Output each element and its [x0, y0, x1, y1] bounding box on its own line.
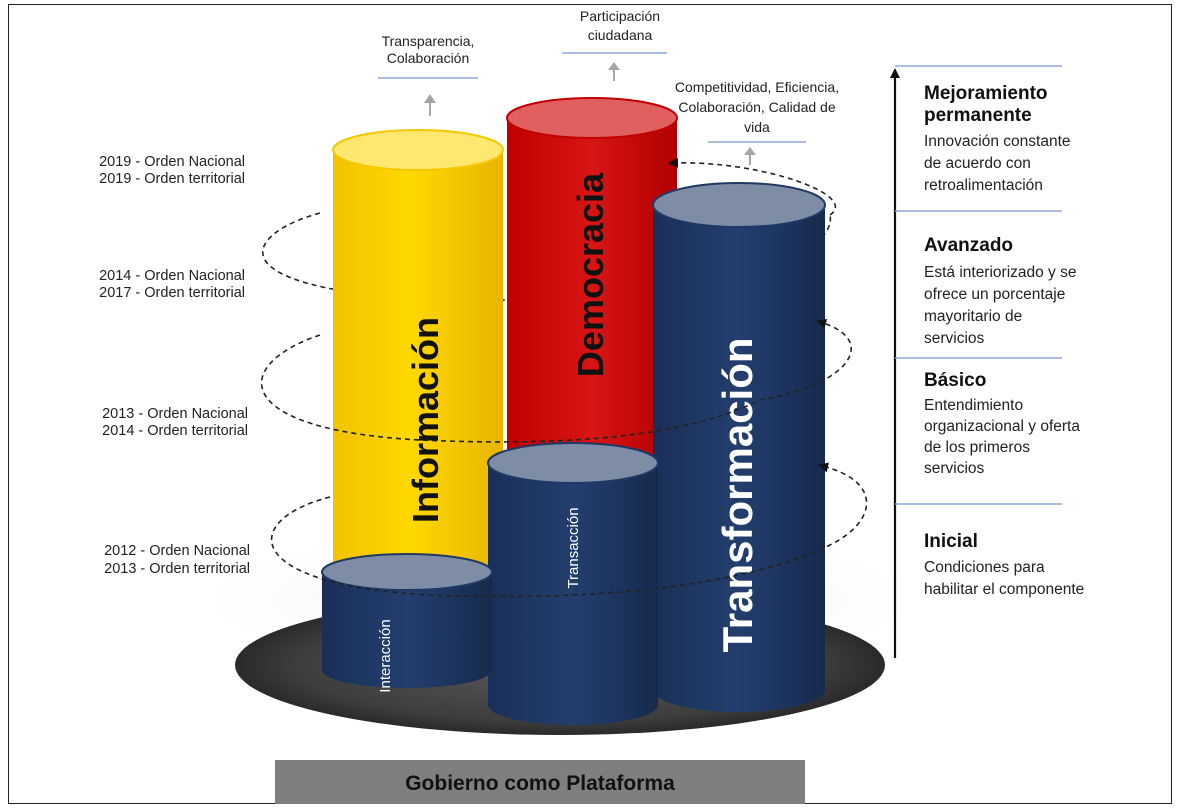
- output-transformacion-line1: Competitividad, Eficiencia,: [675, 79, 839, 95]
- timeline-2017-territorial: 2017 - Orden territorial: [99, 285, 245, 301]
- up-arrow-icon: [608, 62, 620, 81]
- level-avanzado-title: Avanzado: [924, 235, 1013, 256]
- output-democracia-line2: ciudadana: [588, 27, 653, 43]
- timeline-2012-nacional: 2012 - Orden Nacional: [104, 543, 250, 559]
- timeline-2019-territorial: 2019 - Orden territorial: [99, 171, 245, 187]
- output-democracia-line1: Participación: [580, 8, 660, 24]
- level-mejoramiento-title-2: permanente: [924, 105, 1032, 126]
- timeline-2014-nacional: 2014 - Orden Nacional: [99, 268, 245, 284]
- level-mejoramiento-desc-1: Innovación constante: [924, 133, 1071, 150]
- level-avanzado: Avanzado Está interiorizado y se ofrece …: [924, 235, 1077, 347]
- timeline-2014: 2014 - Orden Nacional 2017 - Orden terri…: [99, 268, 245, 301]
- timeline-2019-nacional: 2019 - Orden Nacional: [99, 154, 245, 170]
- level-avanzado-desc-4: servicios: [924, 330, 985, 347]
- level-avanzado-desc-1: Está interiorizado y se: [924, 264, 1077, 281]
- timeline-2013-nacional: 2013 - Orden Nacional: [102, 406, 248, 422]
- level-basico-desc-2: organizacional y oferta: [924, 418, 1080, 435]
- output-transformacion-line3: vida: [744, 119, 770, 135]
- level-avanzado-desc-2: ofrece un porcentaje: [924, 286, 1065, 303]
- ring-arrow-2019: [668, 157, 837, 216]
- label-interaccion: Interacción: [377, 619, 394, 692]
- timeline-2019: 2019 - Orden Nacional 2019 - Orden terri…: [99, 154, 245, 187]
- timeline-2014-territorial: 2014 - Orden territorial: [102, 423, 248, 439]
- level-mejoramiento-title-1: Mejoramiento: [924, 83, 1048, 104]
- level-inicial: Inicial Condiciones para habilitar el co…: [924, 531, 1084, 598]
- timeline-2012: 2012 - Orden Nacional 2013 - Orden terri…: [104, 543, 250, 577]
- output-informacion: Transparencia, Colaboración: [378, 33, 478, 116]
- label-informacion: Información: [405, 317, 446, 523]
- level-inicial-title: Inicial: [924, 531, 978, 552]
- level-basico-desc-1: Entendimiento: [924, 397, 1023, 414]
- timeline-2013: 2013 - Orden Nacional 2014 - Orden terri…: [102, 406, 248, 439]
- label-transformacion: Transformación: [714, 337, 761, 652]
- level-basico-desc-4: servicios: [924, 460, 985, 477]
- level-basico-desc-3: de los primeros: [924, 439, 1030, 456]
- output-transformacion-line2: Colaboración, Calidad de: [678, 99, 835, 115]
- cylinder-transaccion: Transacción: [487, 442, 659, 725]
- output-democracia: Participación ciudadana: [562, 8, 667, 81]
- level-inicial-desc-1: Condiciones para: [924, 559, 1045, 576]
- label-transaccion: Transacción: [565, 507, 582, 588]
- level-avanzado-desc-3: mayoritario de: [924, 308, 1022, 325]
- timeline-2013-territorial: 2013 - Orden territorial: [104, 561, 250, 577]
- base-label: Gobierno como Plataforma: [405, 772, 675, 795]
- level-mejoramiento-desc-3: retroalimentación: [924, 177, 1043, 194]
- base-bar: [275, 760, 805, 804]
- level-basico: Básico Entendimiento organizacional y of…: [924, 370, 1080, 477]
- ring-arrow-2012: [270, 462, 868, 598]
- ring-arrow-2013: [260, 318, 852, 443]
- level-mejoramiento: Mejoramiento permanente Innovación const…: [924, 83, 1071, 194]
- up-arrow-icon: [744, 147, 756, 165]
- level-mejoramiento-desc-2: de acuerdo con: [924, 155, 1031, 172]
- label-democracia: Democracia: [570, 172, 611, 377]
- level-basico-title: Básico: [924, 370, 986, 391]
- cylinder-informacion: Información: [332, 129, 504, 590]
- cylinder-interaccion: Interacción: [321, 553, 493, 693]
- cylinder-democracia: Democracia: [506, 97, 678, 480]
- cylinder-transformacion: Transformación: [652, 182, 826, 712]
- output-transformacion: Competitividad, Eficiencia, Colaboración…: [675, 79, 839, 165]
- level-inicial-desc-2: habilitar el componente: [924, 581, 1084, 598]
- output-informacion-line1: Transparencia,: [382, 33, 475, 49]
- output-informacion-line2: Colaboración: [387, 50, 470, 66]
- up-arrow-icon: [424, 94, 436, 116]
